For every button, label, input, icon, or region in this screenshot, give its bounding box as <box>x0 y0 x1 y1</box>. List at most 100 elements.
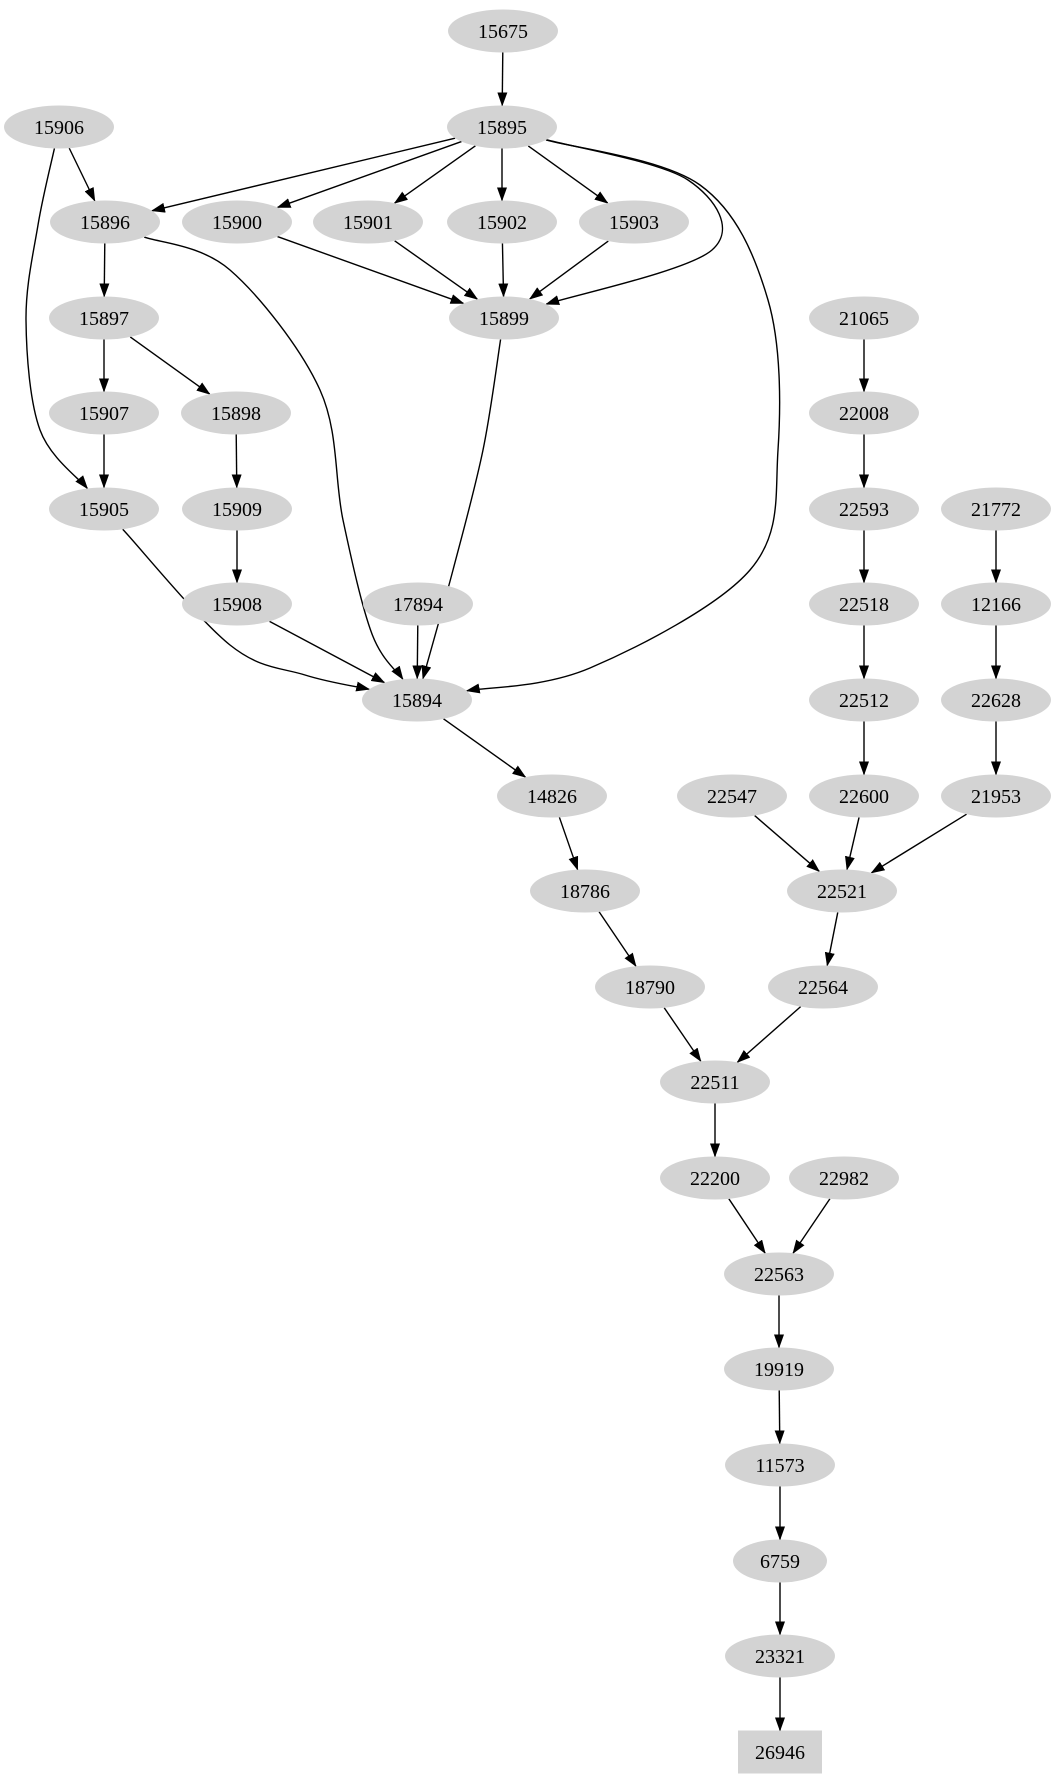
node-label: 23321 <box>755 1646 805 1668</box>
graph-edge-22982-22563 <box>792 1198 831 1255</box>
node-label: 15896 <box>80 212 130 234</box>
graph-node-15905: 15905 <box>49 487 159 531</box>
graph-node-18786: 18786 <box>530 869 640 913</box>
node-label: 22628 <box>971 690 1021 712</box>
node-label: 22563 <box>754 1264 804 1286</box>
graph-node-11573: 11573 <box>725 1443 835 1487</box>
graph-node-18790: 18790 <box>595 965 705 1009</box>
node-ellipse-shape <box>182 582 292 626</box>
graph-edge-15901-15899 <box>394 240 479 300</box>
graph-edge-15895-15901 <box>393 145 476 204</box>
node-label: 21953 <box>971 786 1021 808</box>
node-label: 21065 <box>839 308 889 330</box>
node-label: 12166 <box>971 594 1021 616</box>
graph-node-22518: 22518 <box>809 582 919 626</box>
node-ellipse-shape <box>449 296 559 340</box>
nodes-layer: 15675 15895 15906 15896 15900 15901 15902 15903… <box>4 9 1051 1774</box>
graph-edge-22564-22511 <box>736 1006 802 1064</box>
graph-node-22511: 22511 <box>660 1060 770 1104</box>
graph-edge-14826-18786 <box>558 817 579 871</box>
node-label: 21772 <box>971 499 1021 521</box>
node-label: 15895 <box>477 117 527 139</box>
node-ellipse-shape <box>579 200 689 244</box>
node-ellipse-shape <box>789 1156 899 1200</box>
node-label: 22521 <box>817 881 867 903</box>
graph-edge-15894-14826 <box>443 718 527 778</box>
graph-edge-15900-15899 <box>277 235 465 305</box>
graph-edge-15903-15899 <box>528 240 609 300</box>
node-ellipse-shape <box>181 391 291 435</box>
node-ellipse-shape <box>724 1347 834 1391</box>
graph-edge-22547-22521 <box>754 815 821 873</box>
graph-edge-15906-15896 <box>68 147 96 202</box>
graph-edge-15899-15894 <box>421 339 502 680</box>
node-ellipse-shape <box>725 1443 835 1487</box>
graph-edge-15896-15894 <box>143 236 404 681</box>
node-label: 15675 <box>478 21 528 43</box>
graph-node-17894: 17894 <box>363 582 473 626</box>
graph-edge-19919-11573 <box>774 1390 785 1445</box>
node-ellipse-shape <box>49 487 159 531</box>
graph-node-22512: 22512 <box>809 678 919 722</box>
node-ellipse-shape <box>50 200 160 244</box>
graph-edge-15902-15899 <box>498 243 509 298</box>
graph-node-22628: 22628 <box>941 678 1051 722</box>
node-ellipse-shape <box>49 296 159 340</box>
node-ellipse-shape <box>677 774 787 818</box>
graph-node-15902: 15902 <box>447 200 557 244</box>
node-label: 22511 <box>690 1072 739 1094</box>
graph-node-26946: 26946 <box>738 1730 822 1774</box>
graph-node-15896: 15896 <box>50 200 160 244</box>
graph-edge-22600-22521 <box>845 817 860 871</box>
graph-edge-15896-15897 <box>99 243 110 298</box>
node-ellipse-shape <box>809 487 919 531</box>
node-label: 15898 <box>211 403 261 425</box>
node-label: 22564 <box>798 977 848 999</box>
node-label: 22600 <box>839 786 889 808</box>
node-label: 22593 <box>839 499 889 521</box>
node-ellipse-shape <box>733 1539 827 1583</box>
graph-edge-22521-22564 <box>824 912 839 967</box>
graph-edge-15895-15899 <box>545 138 724 305</box>
node-label: 15897 <box>79 308 129 330</box>
node-label: 18786 <box>560 881 610 903</box>
node-ellipse-shape <box>809 774 919 818</box>
node-label: 15907 <box>79 403 129 425</box>
graph-node-22563: 22563 <box>724 1252 834 1296</box>
node-ellipse-shape <box>447 200 557 244</box>
node-label: 15900 <box>212 212 262 234</box>
graph-edge-15895-15896 <box>150 137 456 213</box>
node-label: 22200 <box>690 1168 740 1190</box>
node-ellipse-shape <box>4 105 114 149</box>
node-ellipse-shape <box>497 774 607 818</box>
node-label: 15903 <box>609 212 659 234</box>
edges-layer <box>25 52 1001 1732</box>
graph-node-22982: 22982 <box>789 1156 899 1200</box>
node-ellipse-shape <box>724 1252 834 1296</box>
graph-edge-18786-18790 <box>598 911 637 968</box>
node-label: 15894 <box>392 690 442 712</box>
node-ellipse-shape <box>941 678 1051 722</box>
graph-node-21953: 21953 <box>941 774 1051 818</box>
node-label: 15906 <box>34 117 84 139</box>
node-label: 11573 <box>755 1455 804 1477</box>
graph-node-15909: 15909 <box>182 487 292 531</box>
graph-node-15898: 15898 <box>181 391 291 435</box>
node-ellipse-shape <box>809 678 919 722</box>
graph-node-22547: 22547 <box>677 774 787 818</box>
graph-edge-15905-15894 <box>122 528 371 692</box>
node-label: 15901 <box>343 212 393 234</box>
graph-node-15908: 15908 <box>182 582 292 626</box>
graph-node-22593: 22593 <box>809 487 919 531</box>
graph-node-21065: 21065 <box>809 296 919 340</box>
graph-edge-15895-15894 <box>465 139 781 694</box>
graph-edge-15908-15894 <box>269 620 386 684</box>
graph-node-22200: 22200 <box>660 1156 770 1200</box>
graph-edge-15895-15903 <box>527 145 609 204</box>
node-box-shape <box>738 1730 822 1774</box>
node-ellipse-shape <box>182 487 292 531</box>
graph-node-22521: 22521 <box>787 869 897 913</box>
graph-edge-18790-22511 <box>663 1007 702 1063</box>
